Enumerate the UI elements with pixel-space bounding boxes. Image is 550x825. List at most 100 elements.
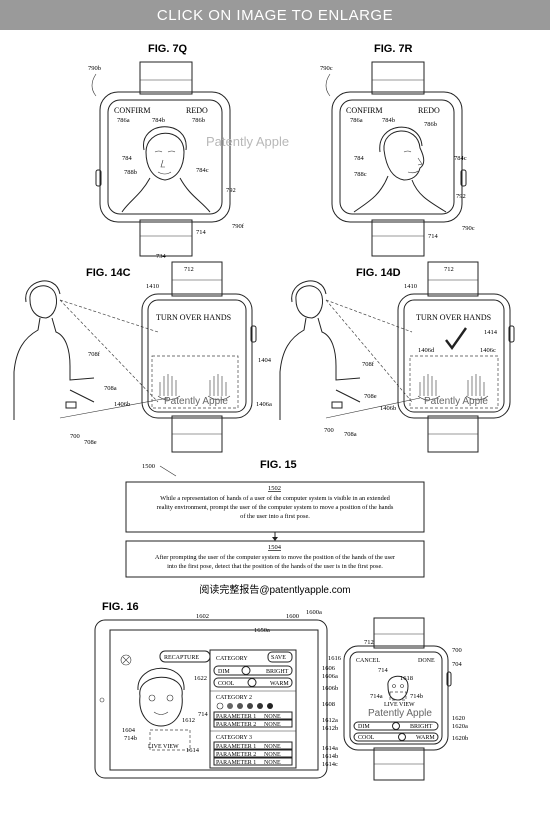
parameter-2-label: PARAMETER 2 [216, 722, 256, 728]
ref: 1414 [484, 329, 498, 336]
fig-7q-title: FIG. 7Q [148, 43, 188, 55]
ref: 1620 [452, 715, 465, 722]
ref: 788c [354, 171, 367, 178]
slider-thumb[interactable] [398, 733, 406, 741]
parameter-1-row[interactable] [213, 711, 293, 720]
fig-14c-title: FIG. 14C [86, 267, 131, 279]
ref: 1606a [322, 673, 338, 680]
fig-14d-person-illustration [279, 280, 361, 420]
enlarge-banner[interactable]: CLICK ON IMAGE TO ENLARGE [0, 0, 550, 30]
ref: 784b [152, 117, 165, 124]
color-swatch[interactable] [237, 703, 243, 709]
cat3-parameter-1-row[interactable] [213, 741, 293, 750]
ref: 1616 [328, 655, 342, 662]
ref: 708a [344, 431, 357, 438]
ref: 784 [122, 155, 133, 162]
color-swatch[interactable] [227, 703, 233, 709]
slider-thumb[interactable] [247, 678, 257, 687]
save-button[interactable] [267, 651, 293, 663]
fig-16-watch-top-strap [373, 617, 425, 649]
cool-warm-slider[interactable] [213, 677, 293, 688]
live-view-region [149, 729, 191, 751]
fig-14d-watch-case [397, 293, 511, 419]
fig-15-step-1504-line: After prompting the user of the computer… [155, 554, 396, 561]
ref: 1650a [254, 627, 270, 634]
watch-warm-label: WARM [416, 735, 435, 741]
patent-drawing-sheet: FIG. 7Q CONFIRM REDO 790b 786a 784b 786b… [13, 43, 515, 781]
fig-7q-bottom-strap [139, 219, 193, 257]
fig-16-title: FIG. 16 [102, 601, 139, 613]
ref: 1406a [256, 401, 272, 408]
fig-15-title: FIG. 15 [260, 459, 297, 471]
watermark-top: Patently Apple [206, 134, 289, 149]
arrow-head-icon [272, 537, 278, 541]
cat3-parameter-3-value: NONE [264, 760, 281, 766]
cat3-parameter-2-label: PARAMETER 2 [216, 752, 256, 758]
fig-14c-crown [250, 325, 257, 343]
fig-7r: FIG. 7R CONFIRM REDO 790c 786a 784b 786b… [320, 43, 475, 257]
ref: 792 [456, 193, 466, 200]
fig-16-watch-case [343, 645, 449, 751]
ref: 1600a [306, 609, 322, 616]
fig-15-step-1502-line: of the user into a first pose. [240, 513, 310, 520]
fig-15-step-1502 [125, 481, 425, 533]
watch-cool-label: COOL [358, 735, 375, 741]
cat3-parameter-2-row[interactable] [213, 749, 293, 758]
fig-7q-watch-screen [107, 99, 223, 215]
ref: 1406b [114, 401, 130, 408]
fig-14d-watch-screen [403, 299, 505, 413]
fig-7r-title: FIG. 7R [374, 43, 413, 55]
fig-14c-person-illustration [13, 280, 95, 420]
fig-7r-bottom-strap [371, 219, 425, 257]
dim-bright-slider[interactable] [213, 665, 293, 676]
cat3-parameter-3-row[interactable] [213, 757, 293, 766]
color-swatches[interactable] [216, 702, 273, 710]
parameter-1-value: NONE [264, 714, 281, 720]
ref: 790b [88, 65, 101, 72]
fig-14c-heading: TURN OVER HANDS [156, 313, 231, 322]
ref: 1614a [322, 745, 338, 752]
watch-cancel-button[interactable]: CANCEL [356, 658, 380, 664]
ref: 700 [70, 433, 80, 440]
ref: 1612b [322, 725, 338, 732]
ref: 714b [124, 735, 137, 742]
ref: 1606 [322, 665, 336, 672]
ref: 1608 [322, 701, 335, 708]
recapture-label: RECAPTURE [164, 655, 199, 661]
close-icon[interactable] [120, 654, 132, 666]
fig-15-step-1504-line: into the first pose, detect that the pos… [167, 563, 383, 570]
ref: 786a [117, 117, 130, 124]
slider-thumb[interactable] [241, 666, 251, 675]
fig-16-tablet-screen [109, 629, 319, 771]
watch-done-button[interactable]: DONE [418, 658, 435, 664]
ref: 784 [354, 155, 365, 162]
bright-label: BRIGHT [266, 669, 289, 675]
fig-16-tablet [94, 619, 328, 779]
ref: 714 [198, 711, 209, 718]
fig-14c-watch-case [141, 293, 253, 419]
fig-7r-redo: REDO [418, 106, 440, 115]
ref: 704 [452, 661, 463, 668]
watch-cool-warm-slider[interactable] [353, 732, 439, 742]
fig-15-step-1504-number: 1504 [268, 544, 282, 551]
cat3-parameter-1-label: PARAMETER 1 [216, 744, 256, 750]
color-swatch[interactable] [267, 703, 273, 709]
parameter-2-row[interactable] [213, 719, 293, 728]
color-swatch[interactable] [216, 702, 224, 710]
cat3-parameter-2-value: NONE [264, 752, 281, 758]
fig-14c-top-strap [171, 261, 223, 297]
fig-15-step-1502-number: 1502 [268, 485, 281, 492]
parameter-2-value: NONE [264, 722, 281, 728]
slider-thumb[interactable] [392, 722, 400, 730]
ref: 712 [444, 266, 454, 273]
fig-16-watch-screen [349, 651, 443, 745]
fig-7r-crown [460, 169, 467, 187]
warm-label: WARM [270, 681, 289, 687]
ref: 714 [428, 233, 439, 240]
watch-live-view-label: LIVE VIEW [384, 702, 415, 708]
color-swatch[interactable] [247, 703, 253, 709]
fig-14d-crown [508, 325, 515, 343]
color-swatch[interactable] [257, 703, 263, 709]
ref: 786b [424, 121, 437, 128]
fig-14c-watermark: Patently Apple [164, 396, 228, 407]
